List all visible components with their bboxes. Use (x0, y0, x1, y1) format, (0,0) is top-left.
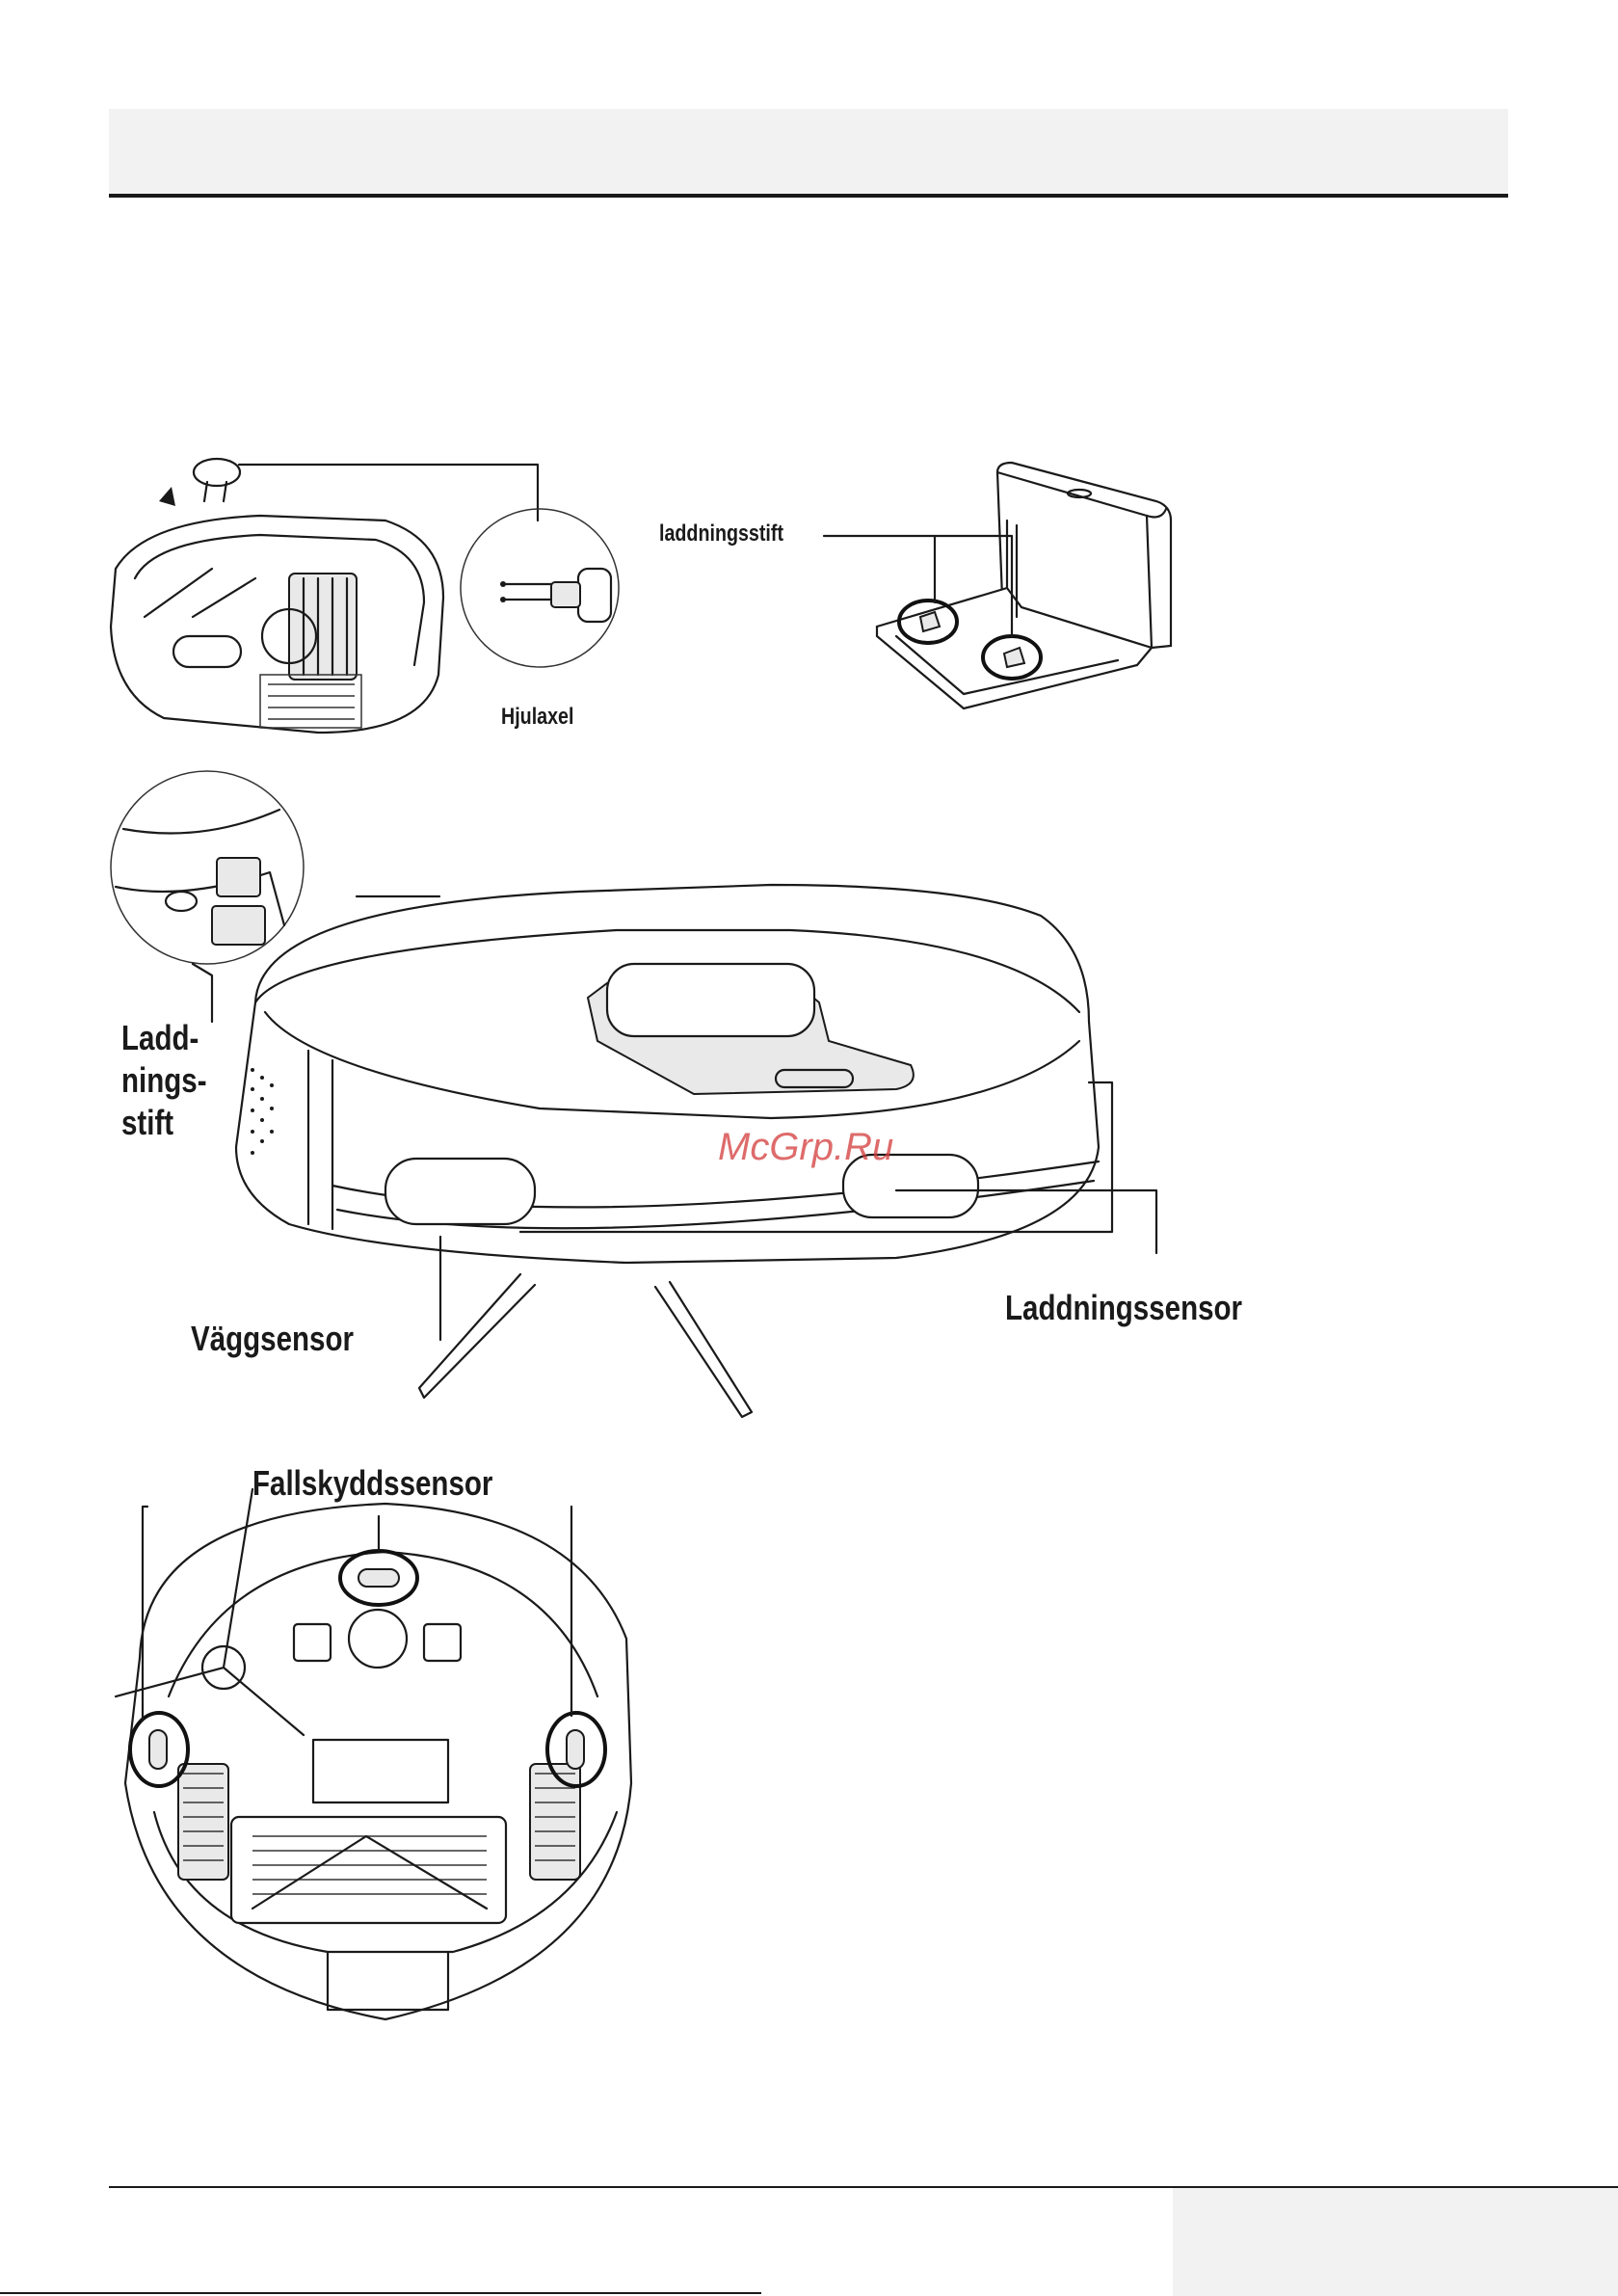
wheel-axle-magnifier (461, 509, 619, 667)
label-wall-sensor: Väggsensor (191, 1319, 354, 1359)
label-charging-pins-robot-line3: stift (121, 1102, 207, 1144)
label-wheel-axle: Hjulaxel (501, 704, 573, 731)
label-charging-pins-robot-line1: Ladd- (121, 1017, 207, 1059)
label-cliff-sensor: Fallskyddssensor (252, 1463, 492, 1504)
footer-stub-line (0, 2292, 761, 2294)
footer-page-box (1173, 2188, 1618, 2296)
robot-underside-flat-illustration (116, 1489, 631, 2019)
charging-dock-illustration (824, 463, 1171, 708)
robot-underside-tilted-illustration (111, 459, 538, 733)
watermark: McGrp.Ru (718, 1126, 893, 1169)
label-charging-pins-robot-line2: nings- (121, 1059, 207, 1102)
label-charging-pins-dock: laddningsstift (659, 521, 783, 547)
label-charging-sensor: Laddningssensor (1005, 1288, 1242, 1328)
label-charging-pins-robot: Ladd- nings- stift (121, 1017, 207, 1144)
